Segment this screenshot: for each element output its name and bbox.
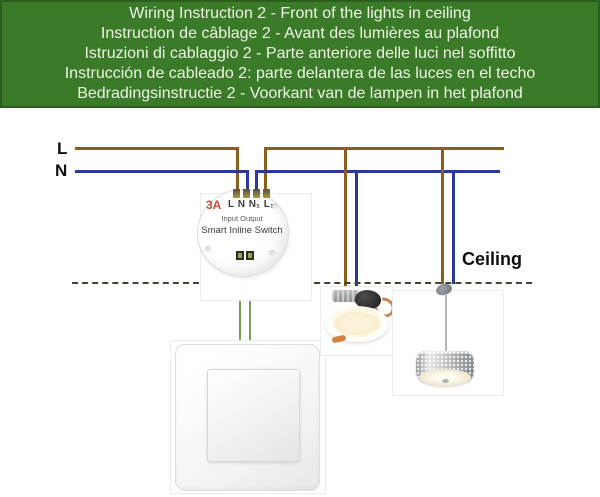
screw-hole-icon bbox=[272, 203, 278, 209]
neutral-output-wire-horizontal bbox=[255, 170, 500, 173]
header-line-it: Istruzioni di cablaggio 2 - Parte anteri… bbox=[84, 45, 516, 62]
live-drop-pendant bbox=[441, 147, 444, 284]
terminal-label-N: N bbox=[237, 199, 246, 210]
switch-terminal-block-1 bbox=[236, 251, 244, 260]
device-name-label: Smart Inline Switch bbox=[201, 225, 283, 236]
wall-switch-rocker bbox=[207, 369, 300, 462]
neutral-input-wire-horizontal bbox=[75, 170, 249, 173]
screw-hole-icon bbox=[205, 246, 211, 252]
screw-hole-icon bbox=[269, 250, 275, 256]
live-input-wire-horizontal bbox=[75, 147, 239, 150]
neutral-input-wire-vertical bbox=[246, 170, 249, 191]
device-io-label: Input Output bbox=[221, 214, 263, 223]
terminal-N1 bbox=[253, 189, 260, 198]
pendant-diffuser bbox=[419, 369, 471, 386]
terminal-label-L1: L₁ bbox=[263, 199, 274, 210]
live-input-wire-vertical bbox=[236, 147, 239, 191]
switch-terminal-block-2 bbox=[246, 251, 254, 260]
header-line-en: Wiring Instruction 2 - Front of the ligh… bbox=[129, 5, 471, 22]
device-rating-label: 3A bbox=[206, 198, 222, 212]
neutral-output-wire-vertical bbox=[255, 170, 258, 191]
downlight-connector bbox=[332, 290, 360, 302]
terminal-label-L: L bbox=[228, 199, 235, 210]
terminal-N bbox=[243, 189, 250, 198]
device-terminal-labels: L N N₁ L₁ bbox=[228, 199, 274, 210]
terminal-L1 bbox=[263, 189, 270, 198]
live-supply-label: L bbox=[57, 139, 68, 158]
pendant-rod bbox=[445, 294, 447, 352]
header-line-es: Instrucción de cableado 2: parte delante… bbox=[64, 65, 536, 82]
live-drop-downlight bbox=[344, 147, 347, 292]
neutral-supply-label: N bbox=[55, 161, 68, 180]
terminal-L bbox=[233, 189, 240, 198]
live-output-wire-vertical bbox=[264, 147, 267, 191]
header-line-fr: Instruction de câblage 2 - Avant des lum… bbox=[100, 25, 500, 42]
neutral-drop-pendant bbox=[452, 170, 455, 284]
header-line-nl: Bedradingsinstructie 2 - Voorkant van de… bbox=[77, 85, 523, 102]
switch-loop-wire-1 bbox=[239, 260, 241, 344]
downlight-glow bbox=[334, 312, 380, 335]
pendant-center-nub bbox=[442, 379, 449, 383]
terminal-label-N1: N₁ bbox=[248, 199, 261, 210]
neutral-drop-downlight bbox=[355, 170, 358, 292]
ceiling-label: Ceiling bbox=[462, 249, 523, 269]
switch-loop-wire-2 bbox=[249, 260, 251, 344]
live-output-wire-horizontal bbox=[264, 147, 504, 150]
header-banner: Wiring Instruction 2 - Front of the ligh… bbox=[0, 0, 600, 108]
